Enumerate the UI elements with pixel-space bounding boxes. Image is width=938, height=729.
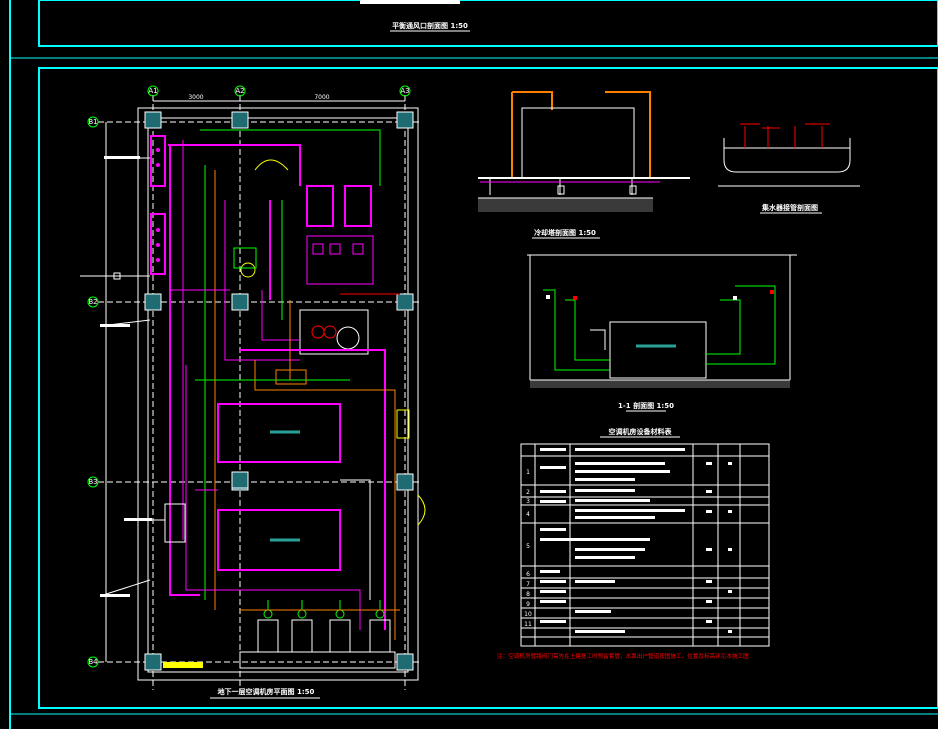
upper-sheet-frame bbox=[38, 0, 938, 47]
riser-pipe bbox=[240, 349, 386, 630]
section-cooling-tower-title: 冷却塔剖面图 1:50 bbox=[534, 228, 596, 237]
door-swing bbox=[417, 494, 426, 526]
valve-icon bbox=[240, 262, 256, 278]
axis-bubble-left-1: B1 bbox=[87, 116, 99, 128]
cooling-tower-body bbox=[521, 107, 635, 179]
column bbox=[144, 293, 162, 311]
column bbox=[231, 111, 249, 129]
column bbox=[231, 293, 249, 311]
section-pipe bbox=[543, 289, 610, 371]
axis-bubble-left-4: B4 bbox=[87, 656, 99, 668]
section-1-1: 1-1 剖面图 1:50 bbox=[527, 254, 797, 412]
table-row-number: 6 bbox=[526, 571, 530, 578]
axis-bubble-top-2: A2 bbox=[234, 85, 246, 97]
section-equipment bbox=[609, 321, 707, 379]
column bbox=[396, 653, 414, 671]
column bbox=[396, 111, 414, 129]
drain-trench bbox=[163, 662, 203, 668]
svg-text:B3: B3 bbox=[88, 478, 97, 486]
cooling-tower-section: 冷却塔剖面图 1:50 bbox=[478, 91, 690, 239]
table-row-number: 5 bbox=[526, 543, 530, 550]
table-row-number: 9 bbox=[526, 601, 530, 608]
svg-text:A3: A3 bbox=[400, 87, 409, 95]
control-cabinet bbox=[396, 409, 410, 439]
table-row-number: 3 bbox=[526, 498, 530, 505]
table-row-number: 10 bbox=[524, 611, 532, 618]
floor-plan: A1 A2 A3 3000 7000 B1 B2 B3 B4 bbox=[80, 85, 426, 699]
ground-slab bbox=[478, 198, 653, 212]
collector-body bbox=[723, 138, 851, 173]
chiller-unit bbox=[344, 185, 372, 227]
chiller-base bbox=[306, 235, 374, 285]
air-handling-unit bbox=[217, 403, 341, 463]
collector-section: 集水器接管剖面图 bbox=[718, 123, 860, 214]
expansion-tank-icon bbox=[336, 326, 360, 350]
column bbox=[144, 111, 162, 129]
top-title-cut bbox=[360, 0, 460, 4]
water-tank bbox=[164, 503, 186, 543]
section-collector-title: 集水器接管剖面图 bbox=[761, 203, 818, 212]
column bbox=[396, 293, 414, 311]
table-row-number: 2 bbox=[526, 489, 530, 496]
svg-text:B4: B4 bbox=[88, 658, 98, 666]
svg-text:A1: A1 bbox=[148, 87, 157, 95]
table-row-number: 4 bbox=[526, 511, 530, 518]
pump-foundation bbox=[239, 651, 396, 669]
supply-pipe bbox=[168, 144, 301, 186]
top-title: 平衡通风口剖面图 1:50 bbox=[392, 21, 468, 30]
plan-inner-wall bbox=[147, 117, 409, 673]
condensate-pipe bbox=[200, 129, 381, 186]
pump-icon bbox=[311, 325, 325, 339]
table-frame bbox=[520, 443, 770, 647]
table-row-number: 8 bbox=[526, 591, 530, 598]
plan-outer-wall bbox=[137, 107, 419, 681]
pump-row bbox=[240, 600, 400, 653]
table-row-number: 1 bbox=[526, 469, 530, 476]
water-collector bbox=[150, 135, 166, 187]
pump-icon bbox=[323, 325, 337, 339]
section-1-1-title: 1-1 剖面图 1:50 bbox=[618, 401, 674, 410]
svg-text:A2: A2 bbox=[235, 87, 244, 95]
dimension-top-2: 7000 bbox=[314, 94, 329, 101]
axis-bubble-left-2: B2 bbox=[87, 296, 99, 308]
main-sheet-frame bbox=[38, 67, 938, 709]
svg-text:B1: B1 bbox=[88, 118, 97, 126]
axis-bubble-left-3: B3 bbox=[87, 476, 99, 488]
axis-bubble-top-1: A1 bbox=[147, 85, 159, 97]
svg-text:B2: B2 bbox=[88, 298, 97, 306]
table-row-number: 7 bbox=[526, 581, 530, 588]
air-handling-unit bbox=[217, 509, 341, 571]
pump-group-frame bbox=[299, 309, 369, 355]
table-note: 注：空调机房管路阀门需先在土建施工时预留套管，水泵出户管道按图施工。位置及标高详… bbox=[497, 652, 749, 660]
heat-exchanger bbox=[275, 369, 307, 385]
water-distributor bbox=[150, 213, 166, 275]
filter-box bbox=[233, 247, 257, 269]
door-swing bbox=[254, 159, 289, 171]
table-row-number: 11 bbox=[524, 621, 532, 628]
chiller-unit bbox=[306, 185, 334, 227]
dimension-top-1: 3000 bbox=[188, 94, 203, 101]
column bbox=[396, 473, 414, 491]
equipment-table: 空调机房设备材料表 1 2 3 4 5 6 7 8 9 10 11 bbox=[497, 427, 770, 660]
axis-bubble-top-3: A3 bbox=[399, 85, 411, 97]
column bbox=[144, 653, 162, 671]
plan-title: 地下一层空调机房平面图 1:50 bbox=[218, 687, 315, 696]
chilled-water-pipe bbox=[169, 145, 200, 596]
table-title: 空调机房设备材料表 bbox=[609, 427, 673, 436]
